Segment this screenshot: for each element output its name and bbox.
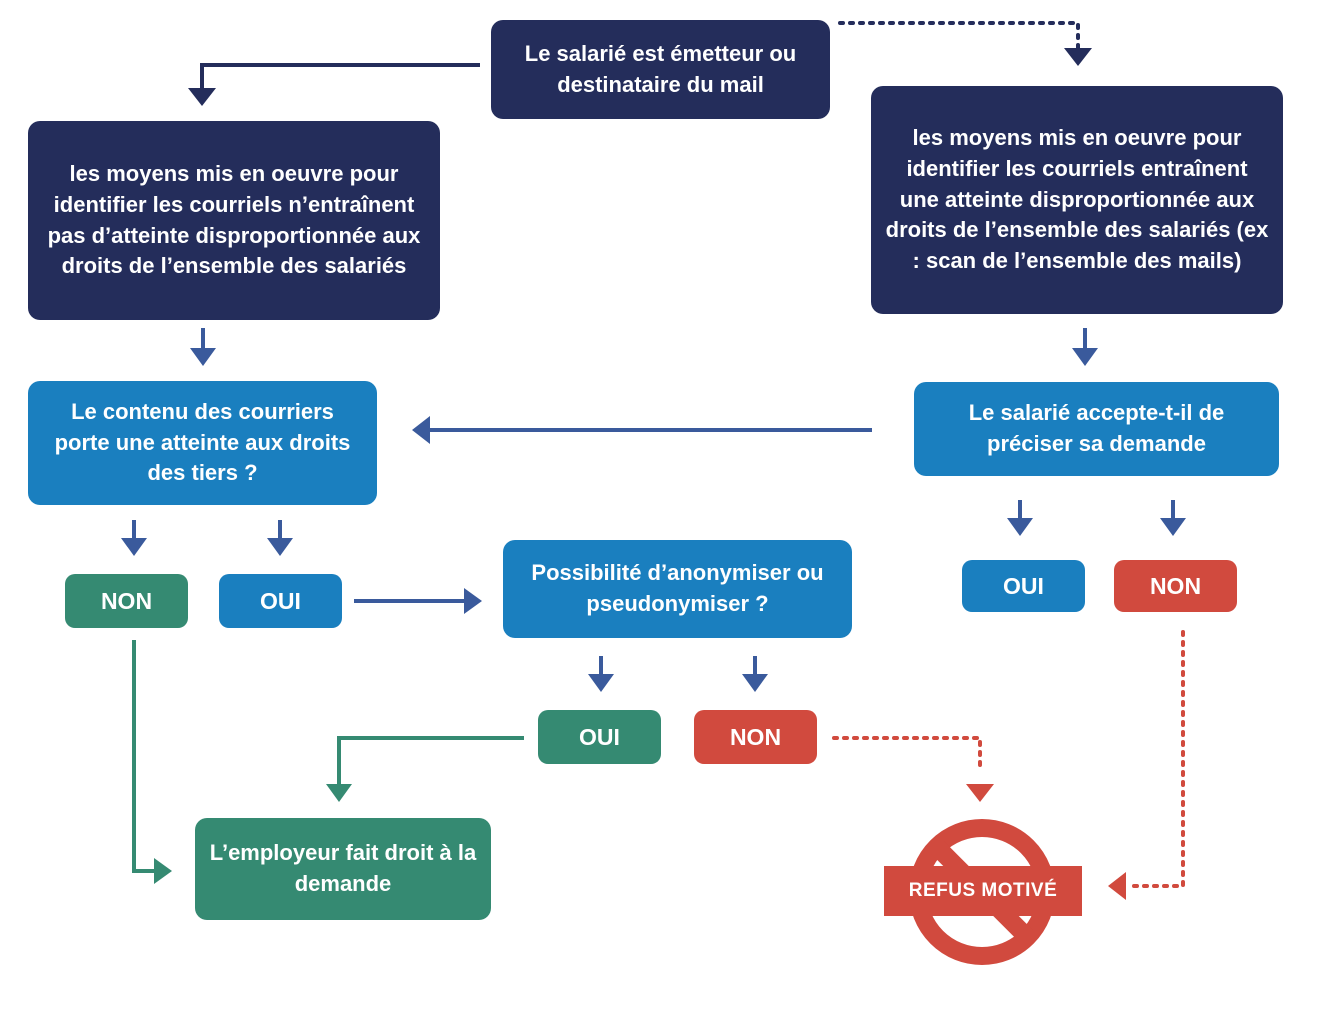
arrowhead-accepte-tiers <box>412 416 430 444</box>
tiers-non-label: NON <box>100 587 153 614</box>
arrowhead-anonymnon-refus <box>966 784 994 802</box>
tiers-oui-badge: OUI <box>219 574 342 628</box>
contenu-tiers-text: Le contenu des courriers porte une attei… <box>54 398 351 486</box>
arrowhead-anonymoui-employeur <box>326 784 352 802</box>
arrowhead-oui-anonymiser <box>464 588 482 614</box>
anonymiser-text: Possibilité d’anonymiser ou pseudonymise… <box>531 560 824 616</box>
anonymiser-box: Possibilité d’anonymiser ou pseudonymise… <box>503 540 852 638</box>
refus-motive-label: REFUS MOTIVÉ <box>884 866 1082 916</box>
arrowhead-source-right <box>1064 48 1092 66</box>
arrowhead-anonym-oui <box>588 674 614 692</box>
employeur-droit-box: L’employeur fait droit à la demande <box>195 818 491 920</box>
anonym-non-badge: NON <box>694 710 817 764</box>
accepte-preciser-box: Le salarié accepte-t-il de préciser sa d… <box>914 382 1279 476</box>
no-atteinte-text: les moyens mis en oeuvre pour identifier… <box>47 160 421 279</box>
arrowhead-tiers-non <box>121 538 147 556</box>
source-box: Le salarié est émetteur ou destinataire … <box>491 20 830 119</box>
anonym-oui-label: OUI <box>579 723 620 750</box>
arrowhead-anonym-non <box>742 674 768 692</box>
no-atteinte-box: les moyens mis en oeuvre pour identifier… <box>28 121 440 320</box>
atteinte-text: les moyens mis en oeuvre pour identifier… <box>885 125 1269 274</box>
arrowhead-accepte-oui <box>1007 518 1033 536</box>
arrow-source-to-right <box>838 21 1080 50</box>
atteinte-box: les moyens mis en oeuvre pour identifier… <box>871 86 1283 314</box>
tiers-non-badge: NON <box>65 574 188 628</box>
arrowhead-source-left <box>188 88 216 106</box>
employeur-droit-text: L’employeur fait droit à la demande <box>209 840 477 896</box>
arrowhead-tiers-oui <box>267 538 293 556</box>
tiers-oui-label: OUI <box>260 587 301 614</box>
arrowhead-non-employeur <box>154 858 172 884</box>
arrowhead-accepte-non <box>1160 518 1186 536</box>
refus-motive-text: REFUS MOTIVÉ <box>908 880 1058 901</box>
arrowhead-noatteinte-tiers <box>190 348 216 366</box>
anonym-non-label: NON <box>729 723 782 750</box>
anonym-oui-badge: OUI <box>538 710 661 764</box>
accepte-non-label: NON <box>1149 572 1202 599</box>
arrowhead-acceptenon-refus <box>1108 872 1126 900</box>
arrowhead-atteinte-accepte <box>1072 348 1098 366</box>
accepte-oui-label: OUI <box>1003 572 1044 599</box>
arrow-source-to-left <box>200 63 480 90</box>
arrow-anonymoui-to-employeur <box>337 736 524 786</box>
arrow-anonymnon-to-refus <box>832 736 982 774</box>
accepte-preciser-text: Le salarié accepte-t-il de préciser sa d… <box>968 400 1225 456</box>
arrow-acceptenon-to-refus <box>1128 630 1185 888</box>
arrow-non-to-employeur <box>132 640 156 873</box>
source-text: Le salarié est émetteur ou destinataire … <box>524 40 797 97</box>
accepte-oui-badge: OUI <box>962 560 1085 612</box>
accepte-non-badge: NON <box>1114 560 1237 612</box>
contenu-tiers-box: Le contenu des courriers porte une attei… <box>28 381 377 505</box>
